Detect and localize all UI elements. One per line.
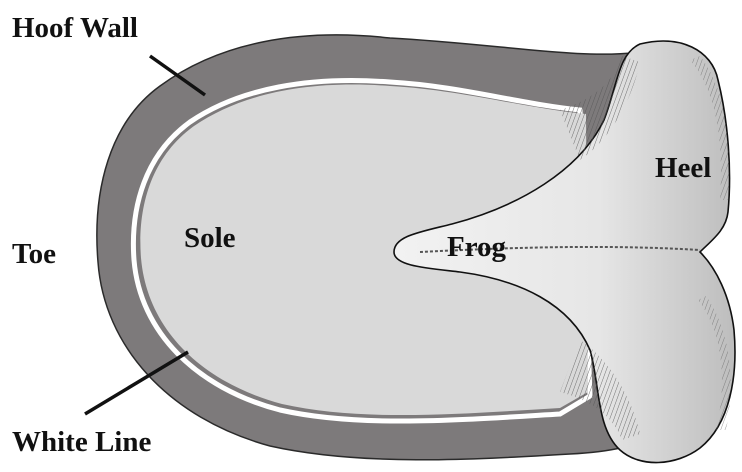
hoof-wall-label: Hoof Wall xyxy=(12,14,138,43)
white-line-label: White Line xyxy=(12,428,151,457)
sole-label: Sole xyxy=(184,224,236,253)
heel-label: Heel xyxy=(655,154,711,183)
toe-label: Toe xyxy=(12,240,56,269)
frog-label: Frog xyxy=(447,233,506,262)
